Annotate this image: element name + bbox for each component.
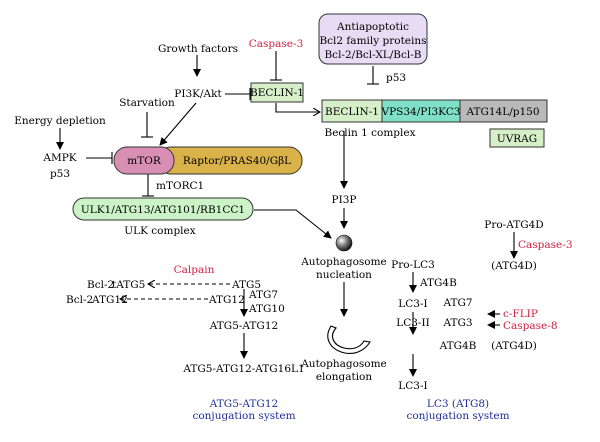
- atg5-label: ATG5: [231, 279, 261, 291]
- pi3k-akt-label: PI3K/Akt: [174, 88, 222, 100]
- elongation-line1: Autophagosome: [300, 358, 387, 370]
- cflip-label: c-FLIP: [503, 308, 538, 320]
- beclin1-label: BECLIN-1: [250, 87, 304, 99]
- atg12-connectors: [120, 284, 248, 359]
- elongation-line2: elongation: [316, 371, 373, 383]
- antiapoptotic-box: [318, 13, 428, 65]
- autophagosome-nucleus-icon: [335, 234, 353, 252]
- uvrag-label: UVRAG: [497, 133, 537, 145]
- caspase3-top-label: Caspase-3: [249, 38, 304, 50]
- uvrag-box: [489, 128, 545, 148]
- antiapoptotic-line1: Antiapoptotic: [336, 21, 409, 33]
- p53-right-label: p53: [386, 72, 406, 84]
- pi3p-label: PI3P: [332, 194, 357, 206]
- beclin-complex-label: Beclin 1 complex: [324, 127, 415, 139]
- atg12-left-label: ATG12: [91, 294, 128, 306]
- complex-vps-label: VPS34/PI3KC3: [381, 106, 461, 118]
- mtorc1-label: mTORC1: [156, 180, 204, 192]
- atg5-atg12-label: ATG5-ATG12: [209, 320, 278, 332]
- atg4d-top-label: (ATG4D): [491, 260, 537, 272]
- atg12-label: ATG12: [208, 294, 245, 306]
- antiapoptotic-line3: Bcl-2/Bcl-XL/Bcl-B: [324, 49, 421, 61]
- nucleation-line2: nucleation: [316, 269, 372, 281]
- atg4b-bottom-label: ATG4B: [439, 340, 477, 352]
- atg5-atg12-atg16-label: ATG5-ATG12-ATG16L1: [182, 363, 304, 375]
- lc3-system-title-2: conjugation system: [406, 410, 509, 422]
- lc3-ii-label: LC3-II: [396, 317, 430, 329]
- starvation-label: Starvation: [119, 97, 175, 109]
- lc3-i-top-label: LC3-I: [398, 298, 427, 310]
- growth-factors-label: Growth factors: [158, 43, 238, 55]
- atg4d-bottom-label: (ATG4D): [491, 340, 537, 352]
- caspase8-label: Caspase-8: [503, 320, 558, 332]
- energy-depletion-label: Energy depletion: [14, 115, 106, 127]
- atg12-system-title-1: ATG5-ATG12: [209, 398, 278, 410]
- arrow-pi3k-to-mtor: [159, 102, 197, 146]
- nucleation-line1: Autophagosome: [300, 256, 387, 268]
- phagophore-icon: [327, 325, 371, 354]
- complex-atg14-box: [459, 99, 548, 123]
- mtor-box: [113, 146, 175, 175]
- lc3-connectors: [409, 232, 518, 377]
- ulk-box-label: ULK1/ATG13/ATG101/RB1CC1: [81, 204, 245, 216]
- complex-atg14-label: ATG14L/p150: [465, 106, 539, 118]
- pro-lc3-label: Pro-LC3: [391, 259, 435, 271]
- atg7-right-label: ATG7: [442, 297, 472, 309]
- pro-atg4d-label: Pro-ATG4D: [484, 219, 543, 231]
- atg7-left-label: ATG7: [248, 289, 278, 301]
- antiapoptotic-line2: Bcl2 family proteins: [319, 35, 426, 47]
- arrow-ulk-to-nucleation: [254, 209, 332, 239]
- atg10-label: ATG10: [248, 303, 285, 315]
- bcl2-a-label: Bcl-2: [87, 279, 114, 291]
- complex-beclin1-label: BECLIN-1: [325, 106, 379, 118]
- mtor-label: mTOR: [127, 155, 162, 167]
- p53-left-label: p53: [50, 168, 70, 180]
- ampk-label: AMPK: [42, 152, 76, 164]
- atg12-system-title-2: conjugation system: [192, 410, 295, 422]
- connectors: [56, 51, 379, 317]
- ulk-complex-label: ULK complex: [124, 225, 195, 237]
- caspase3-lc3-label: Caspase-3: [518, 239, 573, 251]
- tatg5-label: tATG5: [112, 279, 145, 291]
- lc3-i-bottom-label: LC3-I: [398, 380, 427, 392]
- arrow-beclin-to-complex: [275, 103, 320, 112]
- lc3-system-title-1: LC3 (ATG8): [427, 398, 489, 410]
- bcl2-b-label: Bcl-2: [66, 294, 93, 306]
- beclin1-box: [250, 82, 304, 103]
- atg3-label: ATG3: [442, 317, 472, 329]
- calpain-label: Calpain: [174, 264, 215, 276]
- ulk-box: [72, 197, 254, 221]
- atg4b-top-label: ATG4B: [419, 277, 457, 289]
- raptor-label: Raptor/PRAS40/GβL: [183, 155, 291, 167]
